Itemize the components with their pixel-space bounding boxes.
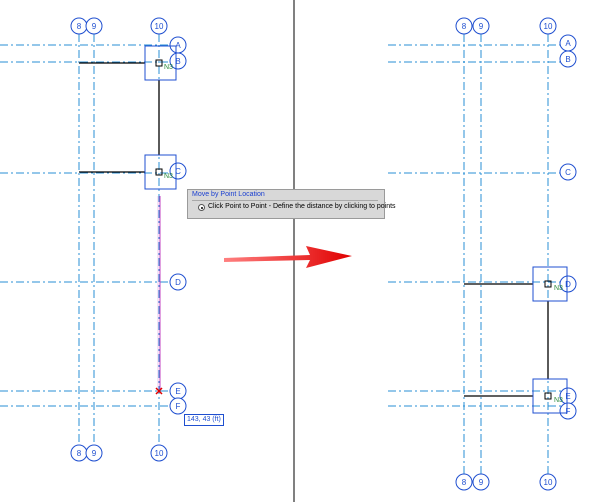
row-bubble-B[interactable] xyxy=(169,52,187,70)
column-markers-right xyxy=(544,280,552,400)
column-label-9-right: 9 xyxy=(479,22,484,31)
column-box-10-C[interactable] xyxy=(144,154,177,190)
columns-left xyxy=(144,45,177,190)
column-bubble-10-bottom[interactable] xyxy=(150,444,168,462)
row-bubble-D[interactable] xyxy=(169,273,187,291)
column-label-9: 9 xyxy=(92,22,97,31)
row-bubble-B-right[interactable] xyxy=(559,50,577,68)
row-label-E: E xyxy=(175,387,180,396)
column-bubble-10-right[interactable] xyxy=(539,17,557,35)
beams-right xyxy=(464,283,549,397)
popup-title: Move by Point Location xyxy=(192,191,265,198)
popup-separator xyxy=(192,200,378,201)
row-label-B-right: B xyxy=(565,55,570,64)
column-bubble-9-bottom[interactable] xyxy=(85,444,103,462)
right-viewport[interactable]: 8 9 10 8 9 10 A B C D E F xyxy=(388,17,577,491)
column-label-8-right: 8 xyxy=(462,22,467,31)
column-label-8: 8 xyxy=(77,22,82,31)
row-bubble-C[interactable] xyxy=(169,162,187,180)
column-box-10-D-right[interactable] xyxy=(532,266,568,302)
column-bubble-10[interactable] xyxy=(150,17,168,35)
row-bubble-C-right[interactable] xyxy=(559,163,577,181)
column-label-9-bottom: 9 xyxy=(92,449,97,458)
column-bubble-8-right[interactable] xyxy=(455,17,473,35)
column-tag-10-B: N3 xyxy=(164,64,173,71)
column-bubbles-bottom-right xyxy=(455,473,557,491)
column-bubble-9[interactable] xyxy=(85,17,103,35)
column-tag-10-C: N3 xyxy=(164,173,173,180)
column-tag-10-D-right: N3 xyxy=(554,285,563,292)
row-label-F-right: F xyxy=(566,407,571,416)
row-bubble-F-right[interactable] xyxy=(559,402,577,420)
snap-marker-icon xyxy=(155,387,163,395)
click-point-to-point-option[interactable]: Click Point to Point - Define the distan… xyxy=(208,203,396,210)
coordinate-readout: 143, 43 (ft) xyxy=(184,414,224,426)
red-arrow-icon xyxy=(224,246,352,268)
column-marker-10-D-right[interactable] xyxy=(544,280,552,288)
column-bubbles-top-right xyxy=(455,17,557,35)
column-marker-10-C[interactable] xyxy=(155,168,163,176)
column-label-10: 10 xyxy=(155,22,164,31)
column-bubbles-top-left xyxy=(70,17,168,35)
row-label-E-right: E xyxy=(565,392,570,401)
row-bubbles-left xyxy=(169,36,187,415)
column-bubble-9-right[interactable] xyxy=(472,17,490,35)
column-label-8-bottom: 8 xyxy=(77,449,82,458)
row-label-C-right: C xyxy=(565,168,571,177)
column-bubble-9-bottom-right[interactable] xyxy=(472,473,490,491)
row-label-D: D xyxy=(175,278,181,287)
column-bubble-8-bottom-right[interactable] xyxy=(455,473,473,491)
column-marker-10-E-right[interactable] xyxy=(544,392,552,400)
column-box-10-B[interactable] xyxy=(144,45,177,81)
column-tag-10-E-right: N3 xyxy=(554,397,563,404)
column-label-10-right: 10 xyxy=(544,22,553,31)
column-box-10-E-right[interactable] xyxy=(532,378,568,414)
click-point-to-point-radio[interactable] xyxy=(198,204,205,211)
row-gridlines-left xyxy=(0,44,172,407)
column-label-8-bottom-right: 8 xyxy=(462,478,467,487)
column-marker-10-B[interactable] xyxy=(155,59,163,67)
row-gridlines-right xyxy=(388,44,562,407)
row-label-B: B xyxy=(175,57,180,66)
column-gridlines-right xyxy=(463,34,549,474)
row-label-A-right: A xyxy=(565,39,571,48)
left-viewport[interactable]: 8 9 10 8 9 10 A B C D E F xyxy=(0,17,187,462)
row-bubbles-right xyxy=(559,34,577,420)
column-label-10-bottom: 10 xyxy=(155,449,164,458)
move-by-point-location-popup: Move by Point Location Click Point to Po… xyxy=(187,189,396,219)
row-label-C: C xyxy=(175,167,181,176)
column-label-10-bottom-right: 10 xyxy=(544,478,553,487)
column-bubble-10-bottom-right[interactable] xyxy=(539,473,557,491)
row-label-F: F xyxy=(176,402,181,411)
row-label-A: A xyxy=(175,41,181,50)
columns-right xyxy=(532,266,568,414)
column-bubbles-bottom-left xyxy=(70,444,168,462)
row-bubble-F[interactable] xyxy=(169,397,187,415)
column-gridlines-left xyxy=(78,34,160,444)
row-label-D-right: D xyxy=(565,280,571,289)
column-label-9-bottom-right: 9 xyxy=(479,478,484,487)
column-markers-left xyxy=(155,59,163,176)
row-bubble-D-right[interactable] xyxy=(559,275,577,293)
beams-left xyxy=(79,62,160,173)
